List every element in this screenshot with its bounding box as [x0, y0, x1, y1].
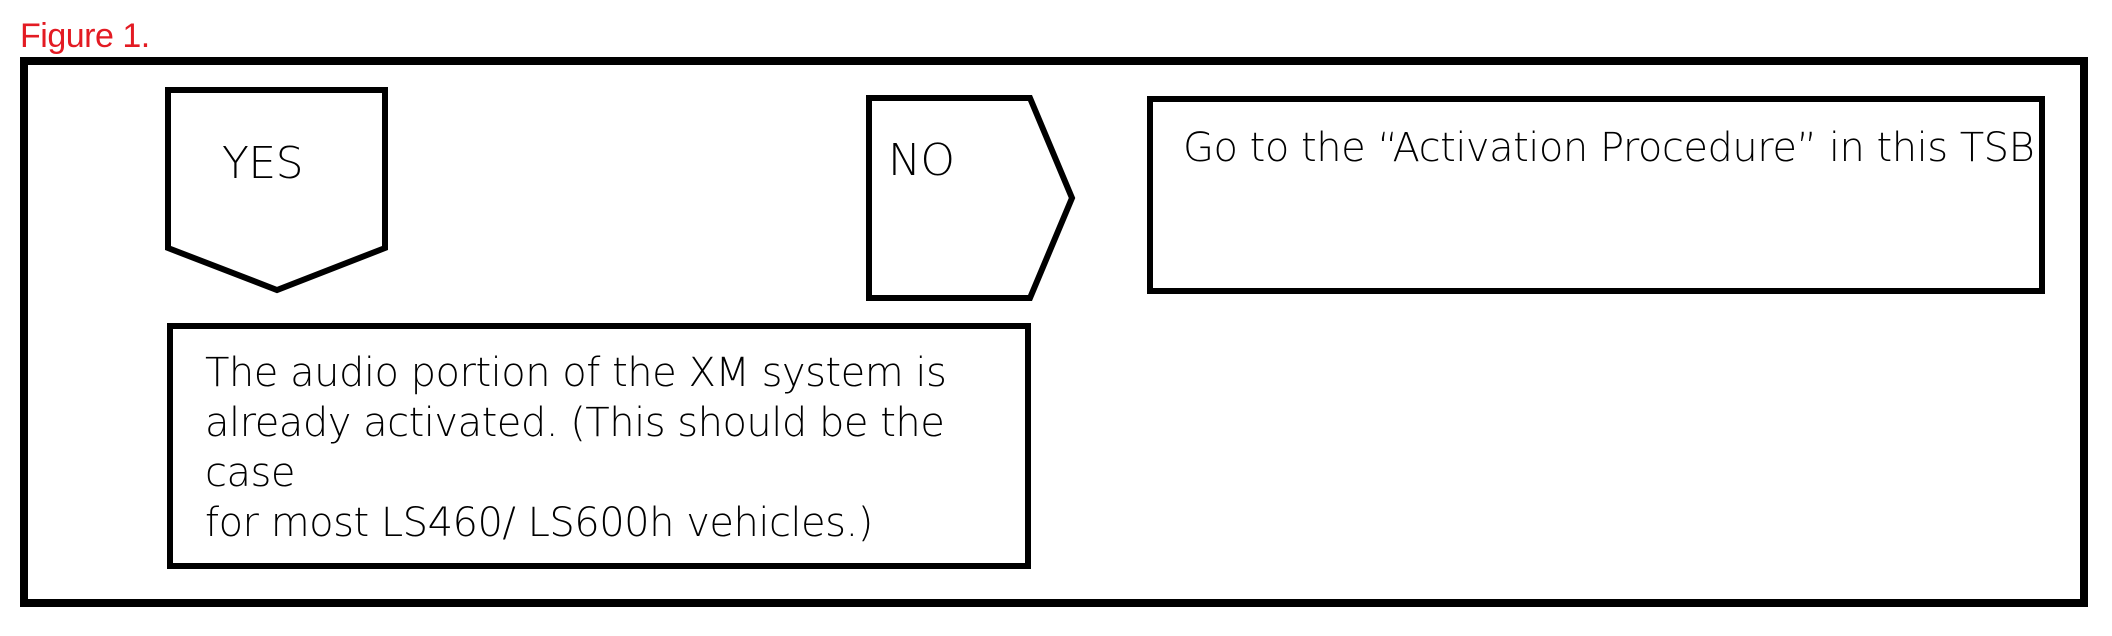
- no-label: NO: [888, 135, 955, 186]
- yes-result-box: [167, 323, 1031, 569]
- yes-result-line: already activated. (This should be the c…: [205, 400, 945, 496]
- no-result-text: Go to the “Activation Procedure” in this…: [1183, 125, 2047, 171]
- yes-arrow-shape: [165, 87, 388, 294]
- figure-label: Figure 1.: [20, 17, 150, 55]
- no-arrow-shape: [866, 95, 1076, 301]
- yes-result-text: The audio portion of the XM system is al…: [205, 348, 1005, 548]
- yes-result-line: The audio portion of the XM system is: [205, 350, 947, 396]
- figure-frame: [20, 57, 2088, 607]
- yes-label: YES: [222, 138, 304, 189]
- no-result-box: [1147, 96, 2045, 294]
- yes-result-line: for most LS460/ LS600h vehicles.): [205, 500, 873, 546]
